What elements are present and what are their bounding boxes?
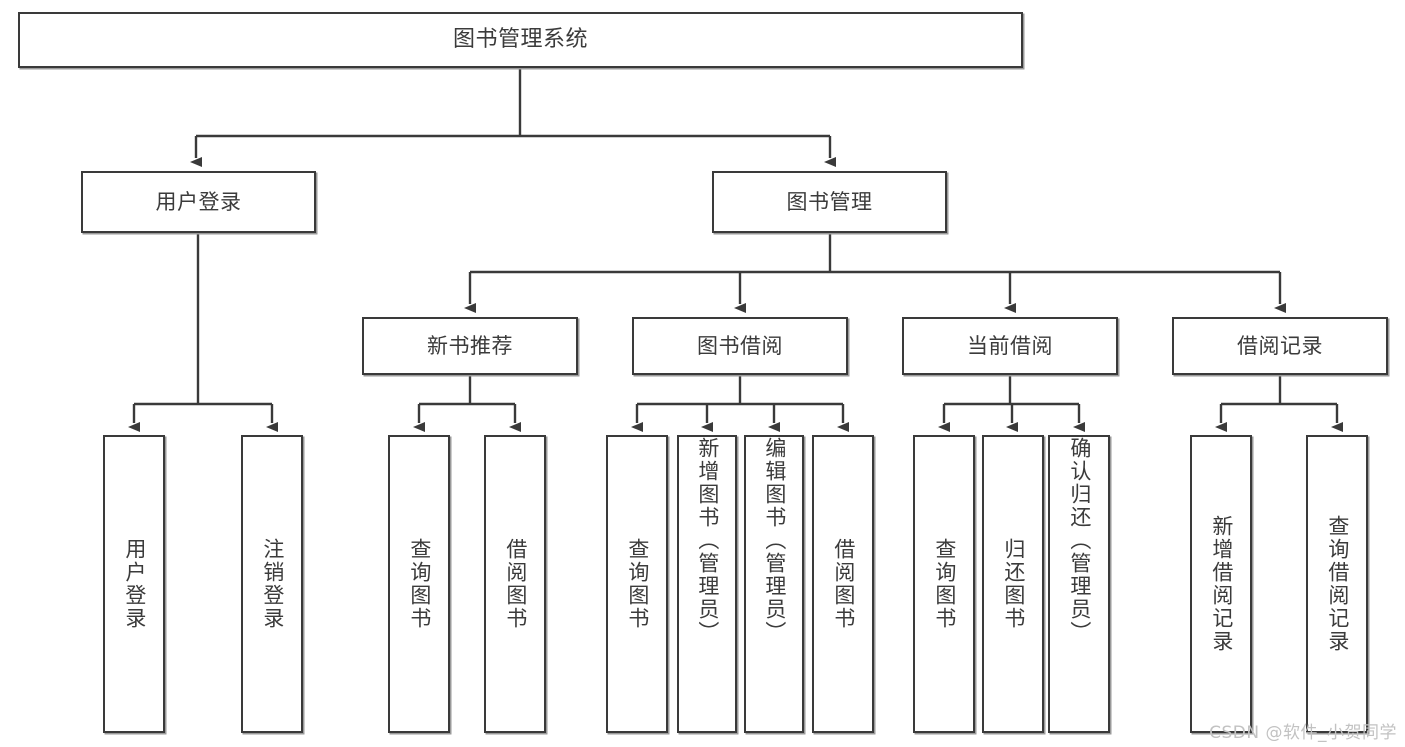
leaf-edit-book-label: 编辑图书（管理员） xyxy=(762,437,787,644)
leaf-query-book-3[interactable]: 查询图书 xyxy=(913,435,975,733)
leaf-user-login-label: 用户登录 xyxy=(122,538,147,630)
leaf-query-book-1-label: 查询图书 xyxy=(407,538,432,630)
node-book-borrow[interactable]: 图书借阅 xyxy=(632,317,848,375)
leaf-query-record-label: 查询借阅记录 xyxy=(1325,515,1350,653)
leaf-query-book-2-label: 查询图书 xyxy=(625,538,650,630)
node-book-manage[interactable]: 图书管理 xyxy=(712,171,947,233)
node-new-book-recommend-label: 新书推荐 xyxy=(427,333,513,358)
node-user-login[interactable]: 用户登录 xyxy=(81,171,316,233)
leaf-logout[interactable]: 注销登录 xyxy=(241,435,303,733)
leaf-add-book-label: 新增图书（管理员） xyxy=(695,437,720,644)
node-book-borrow-label: 图书借阅 xyxy=(697,333,783,358)
leaf-return-book-label: 归还图书 xyxy=(1001,538,1026,630)
node-user-login-label: 用户登录 xyxy=(155,189,242,214)
leaf-query-book-3-label: 查询图书 xyxy=(932,538,957,630)
leaf-add-book[interactable]: 新增图书（管理员） xyxy=(677,435,737,733)
node-current-borrow-label: 当前借阅 xyxy=(967,333,1053,358)
node-root[interactable]: 图书管理系统 xyxy=(18,12,1023,68)
node-current-borrow[interactable]: 当前借阅 xyxy=(902,317,1118,375)
node-new-book-recommend[interactable]: 新书推荐 xyxy=(362,317,578,375)
leaf-query-record[interactable]: 查询借阅记录 xyxy=(1306,435,1368,733)
node-borrow-record-label: 借阅记录 xyxy=(1237,333,1323,358)
node-book-manage-label: 图书管理 xyxy=(786,189,873,214)
leaf-borrow-book-2-label: 借阅图书 xyxy=(831,538,856,630)
leaf-return-book[interactable]: 归还图书 xyxy=(982,435,1044,733)
leaf-borrow-book-1[interactable]: 借阅图书 xyxy=(484,435,546,733)
leaf-query-book-1[interactable]: 查询图书 xyxy=(388,435,450,733)
watermark: CSDN @软件_小贺同学 xyxy=(1209,723,1397,743)
node-borrow-record[interactable]: 借阅记录 xyxy=(1172,317,1388,375)
node-root-label: 图书管理系统 xyxy=(452,27,588,53)
leaf-add-record-label: 新增借阅记录 xyxy=(1209,515,1234,653)
leaf-confirm-return-label: 确认归还（管理员） xyxy=(1067,437,1092,644)
leaf-add-record[interactable]: 新增借阅记录 xyxy=(1190,435,1252,733)
leaf-borrow-book-2[interactable]: 借阅图书 xyxy=(812,435,874,733)
leaf-confirm-return[interactable]: 确认归还（管理员） xyxy=(1048,435,1110,733)
leaf-edit-book[interactable]: 编辑图书（管理员） xyxy=(744,435,804,733)
leaf-logout-label: 注销登录 xyxy=(260,538,285,630)
leaf-query-book-2[interactable]: 查询图书 xyxy=(606,435,668,733)
leaf-borrow-book-1-label: 借阅图书 xyxy=(503,538,528,630)
leaf-user-login[interactable]: 用户登录 xyxy=(103,435,165,733)
